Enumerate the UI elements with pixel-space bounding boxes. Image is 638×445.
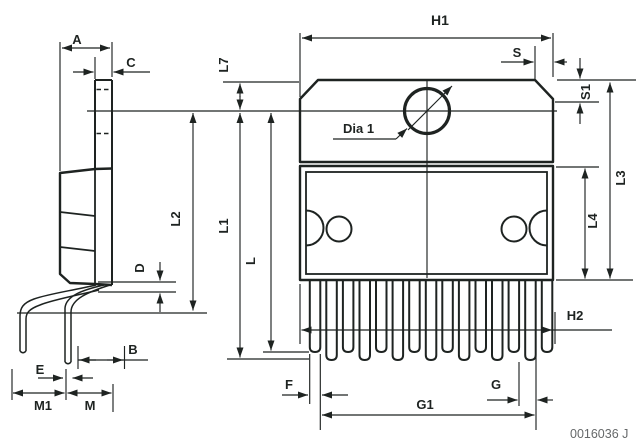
dim-label-m1: M1 [34, 398, 52, 413]
dim-label-l2: L2 [168, 211, 183, 226]
front-lead-inner-edge [25, 289, 100, 351]
pin [391, 279, 405, 361]
dim-label-s: S [513, 45, 522, 60]
side-view-dimensions: A C D L2 B E M1 M [11, 32, 207, 413]
dim-label-l4: L4 [585, 213, 600, 229]
dim-label-f: F [285, 377, 293, 392]
dim-label-a: A [72, 32, 82, 47]
dim-label-g1: G1 [416, 397, 433, 412]
drawing-code: 0016036 J [570, 427, 628, 441]
back-lead-tip [64, 361, 72, 365]
rivet-hole-right [500, 215, 528, 243]
dim-label-g: G [491, 377, 501, 392]
dim-label-b: B [128, 342, 137, 357]
dim-label-h2: H2 [567, 308, 584, 323]
dim-label-l7: L7 [216, 57, 231, 72]
dim-label-l: L [243, 257, 258, 265]
pin [424, 279, 438, 361]
diameter-line [407, 85, 453, 131]
front-lead-tip [19, 350, 27, 354]
back-lead-outer-edge [64, 284, 105, 362]
dia1-leader-arrow [395, 128, 408, 140]
pin [308, 279, 322, 353]
pin [524, 279, 537, 361]
pin [325, 279, 338, 361]
dim-label-m: M [85, 398, 96, 413]
dim-label-dia1: Dia 1 [343, 121, 374, 136]
back-lead-inner-edge [70, 284, 111, 362]
pin [540, 279, 554, 353]
side-view [19, 79, 113, 365]
dim-label-l1: L1 [216, 218, 231, 233]
front-view: Dia 1 [87, 78, 557, 361]
pin-row [308, 279, 554, 361]
mold-parting-line-2 [59, 246, 96, 252]
pin [491, 279, 504, 361]
pin [341, 279, 355, 353]
pin [507, 279, 521, 353]
pin [375, 279, 388, 353]
dim-label-h1: H1 [431, 12, 449, 28]
pin [457, 279, 471, 361]
front-view-dimensions: H1 S S1 L7 L1 L L3 L4 [216, 12, 636, 430]
body-profile [58, 167, 113, 287]
notch-left [305, 209, 325, 247]
rivet-hole-left [325, 215, 353, 243]
pin [408, 279, 421, 353]
pin [474, 279, 487, 353]
dim-label-d: D [132, 263, 147, 272]
pin [441, 279, 454, 353]
notch-right [528, 209, 548, 247]
dim-label-l3: L3 [613, 170, 628, 185]
dim-label-s1: S1 [578, 84, 593, 100]
mold-parting-line-1 [59, 211, 96, 217]
dim-label-c: C [126, 55, 136, 70]
front-lead-outer-edge [19, 284, 97, 351]
pin [358, 279, 371, 361]
dim-label-e: E [36, 362, 45, 377]
